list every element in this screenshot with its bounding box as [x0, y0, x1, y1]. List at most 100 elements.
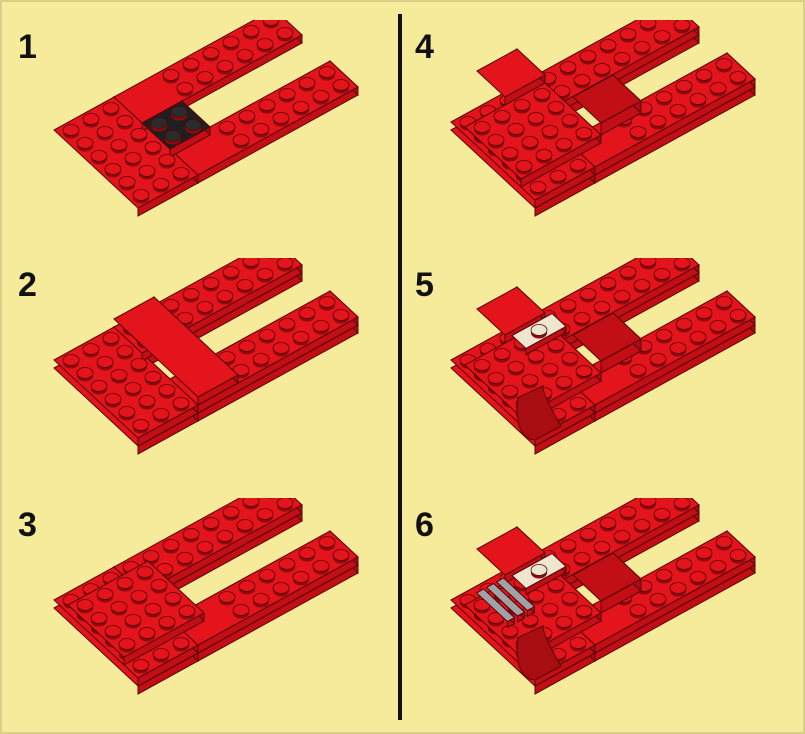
stud — [690, 572, 706, 583]
stud — [516, 161, 532, 172]
stud — [293, 102, 309, 113]
model — [54, 258, 358, 454]
stud — [508, 362, 524, 373]
stud — [474, 360, 490, 371]
stud — [91, 151, 107, 162]
stud — [125, 153, 141, 164]
stud — [103, 333, 119, 344]
stud — [730, 550, 746, 561]
stud — [522, 137, 538, 148]
stud — [139, 166, 155, 177]
stud — [676, 319, 692, 330]
stud — [97, 589, 113, 600]
stud — [514, 100, 530, 111]
stud — [710, 561, 726, 572]
stud — [77, 368, 93, 379]
stud — [165, 131, 181, 142]
stud — [219, 122, 235, 133]
stud — [185, 120, 201, 131]
stud — [620, 29, 636, 40]
stud — [620, 267, 636, 278]
stud — [183, 289, 199, 300]
stud — [219, 592, 235, 603]
stud — [117, 116, 133, 127]
step-number: 2 — [18, 268, 37, 302]
column-divider — [398, 14, 402, 720]
stud — [574, 75, 590, 86]
stud — [600, 518, 616, 529]
stud — [233, 135, 249, 146]
stud — [223, 267, 239, 278]
stud — [594, 64, 610, 75]
stud — [203, 518, 219, 529]
stud — [273, 113, 289, 124]
stud — [716, 297, 732, 308]
step-3-build-illustration — [14, 498, 394, 730]
stud — [105, 394, 121, 405]
step-6-panel: 6 — [411, 498, 791, 730]
step-2-build-illustration — [14, 258, 394, 490]
stud — [560, 540, 576, 551]
stud — [217, 531, 233, 542]
stud — [562, 353, 578, 364]
stud — [576, 128, 592, 139]
stud — [137, 567, 153, 578]
stud — [710, 83, 726, 94]
stud — [570, 398, 586, 409]
stud — [237, 50, 253, 61]
stud — [239, 581, 255, 592]
stud — [63, 355, 79, 366]
stud — [650, 116, 666, 127]
stud — [159, 385, 175, 396]
stud — [179, 606, 195, 617]
stud — [654, 31, 670, 42]
stud — [676, 559, 692, 570]
stud — [654, 269, 670, 280]
stud — [173, 638, 189, 649]
stud — [556, 139, 572, 150]
stud — [716, 59, 732, 70]
stud — [574, 313, 590, 324]
stud — [117, 346, 133, 357]
stud — [163, 540, 179, 551]
stud — [299, 308, 315, 319]
stud — [197, 542, 213, 553]
stud — [273, 583, 289, 594]
model — [54, 20, 358, 216]
stud — [105, 626, 121, 637]
stud — [696, 548, 712, 559]
stud — [690, 94, 706, 105]
stud — [570, 160, 586, 171]
stud — [634, 42, 650, 53]
stud — [153, 179, 169, 190]
stud — [570, 638, 586, 649]
stud — [580, 51, 596, 62]
stud — [534, 89, 550, 100]
stud — [239, 111, 255, 122]
stud — [674, 20, 690, 31]
stud — [111, 602, 127, 613]
stud — [614, 291, 630, 302]
stud — [313, 321, 329, 332]
step-number: 4 — [415, 30, 434, 64]
stud — [494, 111, 510, 122]
stud — [279, 559, 295, 570]
step-5-panel: 5 — [411, 258, 791, 490]
stud — [556, 377, 572, 388]
stud — [111, 370, 127, 381]
stud — [654, 509, 670, 520]
stud — [273, 343, 289, 354]
stud — [319, 537, 335, 548]
stud — [656, 330, 672, 341]
stud — [203, 48, 219, 59]
stud — [233, 605, 249, 616]
stud — [670, 583, 686, 594]
stud — [183, 59, 199, 70]
stud — [277, 258, 293, 269]
stud — [223, 507, 239, 518]
stud — [502, 626, 518, 637]
step-5-build-illustration — [411, 258, 791, 490]
stud — [528, 113, 544, 124]
stud — [117, 578, 133, 589]
stud — [716, 537, 732, 548]
